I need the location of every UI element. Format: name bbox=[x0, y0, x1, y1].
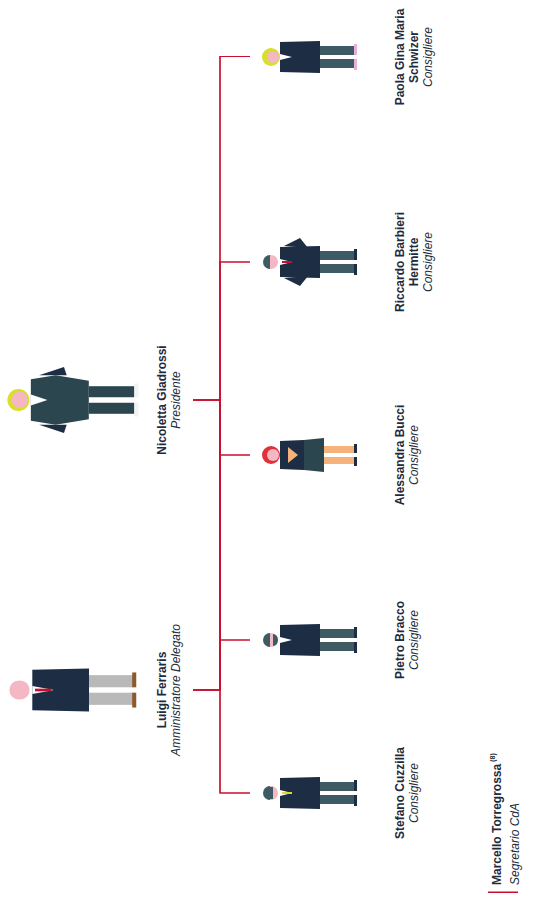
footnote-number: (8) bbox=[489, 753, 496, 762]
note-row: Segretario CdA bbox=[505, 685, 523, 885]
secretary-name: Marcello Torregrossa bbox=[490, 764, 504, 885]
org-connector bbox=[193, 455, 250, 690]
person-role: Amministratore Delegato bbox=[169, 624, 183, 756]
person-name: Luigi Ferraris bbox=[155, 652, 169, 729]
person-figure bbox=[263, 777, 357, 809]
person-node: Nicoletta GiadrossiPresidente bbox=[0, 315, 193, 485]
person-name: Pietro Bracco bbox=[393, 601, 407, 679]
person-node: Riccardo Barbieri HermitteConsigliere bbox=[250, 207, 460, 317]
person-name: Stefano Cuzzilla bbox=[393, 747, 407, 839]
org-connector bbox=[193, 400, 250, 455]
secretary-note: Marcello Torregrossa (8) Segretario CdA bbox=[487, 685, 523, 885]
person-node: Pietro BraccoConsigliere bbox=[250, 575, 460, 705]
person-node: Stefano CuzzillaConsigliere bbox=[250, 728, 460, 858]
org-connector bbox=[193, 262, 250, 400]
org-connector bbox=[193, 400, 250, 640]
person-role: Consigliere bbox=[421, 232, 435, 292]
person-figure bbox=[263, 624, 357, 656]
person-node: Luigi FerrarisAmministratore Delegato bbox=[0, 605, 193, 775]
person-name: Nicoletta Giadrossi bbox=[155, 345, 169, 454]
org-connector bbox=[193, 400, 250, 793]
person-role: Presidente bbox=[169, 371, 183, 428]
person-figure bbox=[262, 438, 357, 472]
person-figure bbox=[262, 41, 357, 73]
person-role: Consigliere bbox=[407, 763, 421, 823]
person-name: Paola Gina Maria Schwizer bbox=[393, 5, 421, 110]
person-figure bbox=[7, 367, 138, 433]
person-name: Riccardo Barbieri Hermitte bbox=[393, 207, 421, 317]
person-node: Paola Gina Maria SchwizerConsigliere bbox=[250, 5, 460, 110]
person-role: Consigliere bbox=[421, 27, 435, 87]
note-row: Marcello Torregrossa (8) bbox=[487, 685, 505, 885]
secretary-bar bbox=[488, 892, 518, 894]
org-connector bbox=[193, 640, 250, 690]
person-figure bbox=[9, 668, 136, 711]
person-figure bbox=[263, 238, 357, 286]
org-connector bbox=[193, 262, 250, 690]
person-node: Alessandra BucciConsigliere bbox=[250, 390, 460, 520]
org-connector bbox=[193, 690, 250, 793]
person-role: Consigliere bbox=[407, 610, 421, 670]
person-role: Consigliere bbox=[407, 425, 421, 485]
org-connector bbox=[193, 57, 250, 691]
org-connector bbox=[193, 57, 250, 401]
person-name: Alessandra Bucci bbox=[393, 405, 407, 506]
secretary-role: Segretario CdA bbox=[508, 803, 522, 885]
